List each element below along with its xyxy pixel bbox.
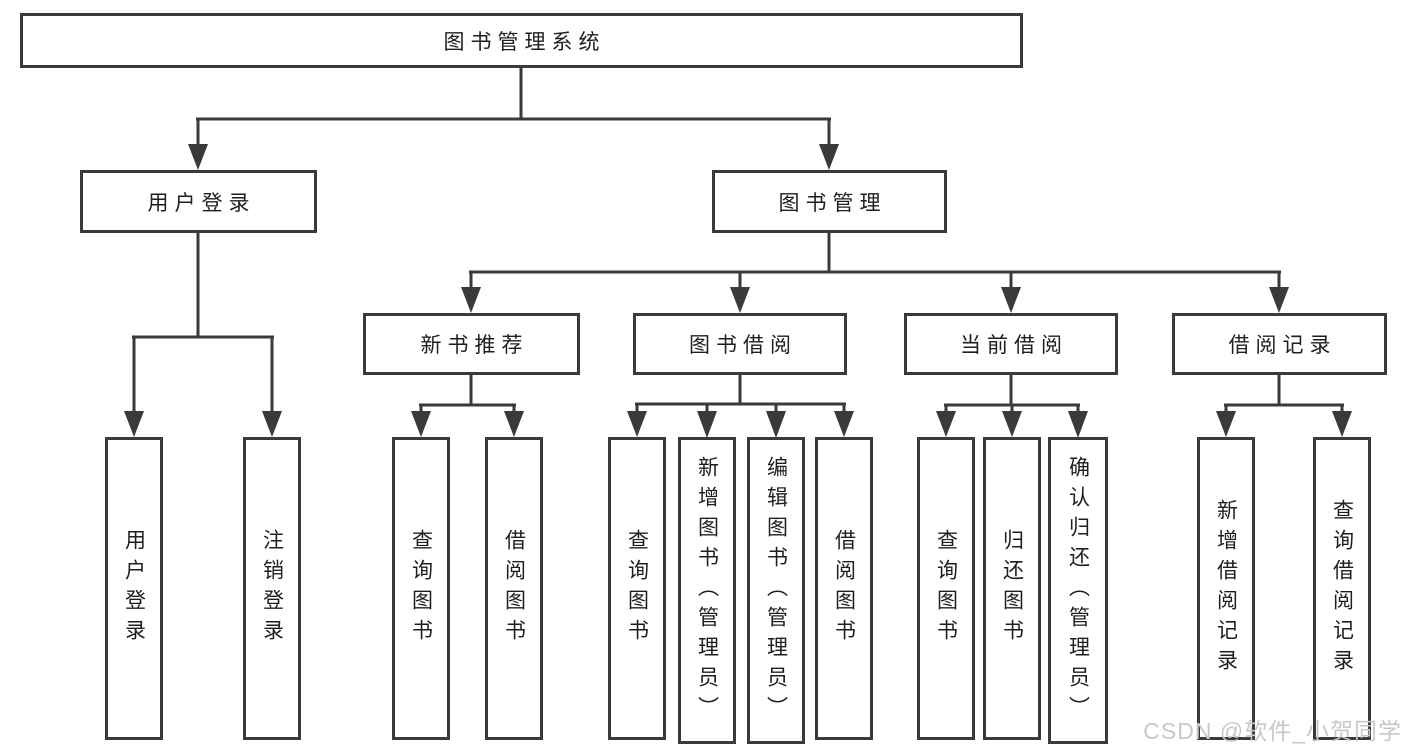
leaf-query-books-borrowing-label: 查询图书 <box>625 528 649 649</box>
connector-root-to-level2 <box>188 68 839 170</box>
leaf-logout-login-label: 注销登录 <box>260 528 284 649</box>
leaf-return-books: 归还图书 <box>983 437 1041 740</box>
leaf-borrow-books-recommend-label: 借阅图书 <box>502 528 526 649</box>
leaf-borrow-books-borrowing-label: 借阅图书 <box>832 528 856 649</box>
leaf-user-login-label: 用户登录 <box>122 528 146 649</box>
connector-book-management-children <box>461 233 1289 313</box>
leaf-query-books-recommend-label: 查询图书 <box>409 528 433 649</box>
csdn-watermark: CSDN @软件_小贺同学 <box>1143 718 1402 744</box>
node-book-management: 图书管理 <box>712 170 947 233</box>
node-user-login-label: 用户登录 <box>147 191 256 215</box>
connector-borrowing-records-children <box>1216 375 1352 437</box>
leaf-add-borrow-record: 新增借阅记录 <box>1197 437 1255 740</box>
leaf-add-borrow-record-label: 新增借阅记录 <box>1214 498 1238 679</box>
leaf-logout-login: 注销登录 <box>243 437 301 740</box>
leaf-borrow-books-recommend: 借阅图书 <box>485 437 543 740</box>
node-book-management-label: 图书管理 <box>778 191 887 215</box>
connector-new-book-children <box>411 375 524 437</box>
leaf-query-books-current-label: 查询图书 <box>934 528 958 649</box>
leaf-return-books-label: 归还图书 <box>1000 528 1024 649</box>
leaf-borrow-books-borrowing: 借阅图书 <box>815 437 873 740</box>
leaf-query-books-borrowing: 查询图书 <box>608 437 666 740</box>
node-current-borrowing: 当前借阅 <box>904 313 1118 375</box>
connector-current-borrowing-children <box>936 375 1088 438</box>
leaf-user-login: 用户登录 <box>105 437 163 740</box>
connector-book-borrowing-children <box>627 375 854 438</box>
connector-user-login-children <box>124 233 282 437</box>
leaf-query-books-recommend: 查询图书 <box>392 437 450 740</box>
node-borrowing-records: 借阅记录 <box>1172 313 1387 375</box>
node-user-login: 用户登录 <box>80 170 317 233</box>
node-book-borrowing-label: 图书借阅 <box>689 334 797 357</box>
leaf-confirm-return-admin: 确认归还（管理员） <box>1048 437 1108 744</box>
node-new-book-recommendation: 新书推荐 <box>363 313 580 375</box>
leaf-add-book-admin-label: 新增图书（管理员） <box>695 455 719 726</box>
node-current-borrowing-label: 当前借阅 <box>960 334 1068 357</box>
leaf-query-borrow-record: 查询借阅记录 <box>1313 437 1371 740</box>
node-root-system: 图书管理系统 <box>20 13 1023 68</box>
leaf-query-borrow-record-label: 查询借阅记录 <box>1330 498 1354 679</box>
node-borrowing-records-label: 借阅记录 <box>1228 334 1337 357</box>
leaf-confirm-return-admin-label: 确认归还（管理员） <box>1066 455 1090 726</box>
leaf-edit-book-admin: 编辑图书（管理员） <box>747 437 805 744</box>
node-new-book-recommendation-label: 新书推荐 <box>420 334 529 357</box>
node-book-borrowing: 图书借阅 <box>633 313 847 375</box>
leaf-edit-book-admin-label: 编辑图书（管理员） <box>764 455 788 726</box>
node-root-system-label: 图书管理系统 <box>443 30 606 54</box>
leaf-add-book-admin: 新增图书（管理员） <box>678 437 736 744</box>
leaf-query-books-current: 查询图书 <box>917 437 975 740</box>
